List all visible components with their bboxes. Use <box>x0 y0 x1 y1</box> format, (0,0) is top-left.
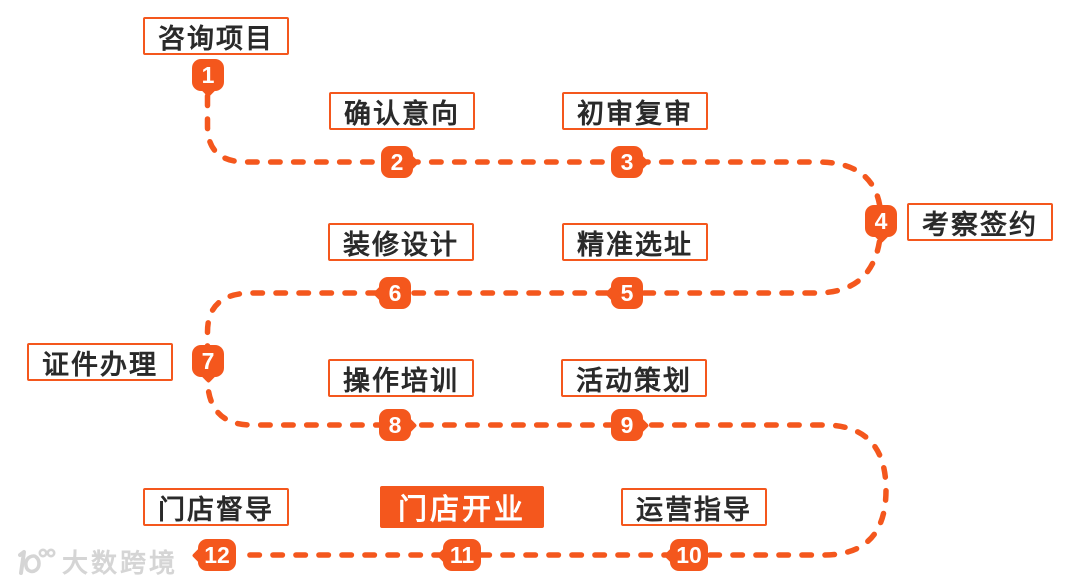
step-10-badge: 10 <box>670 539 708 571</box>
step-8-badge: 8 <box>379 409 411 441</box>
step-2-label: 确认意向 <box>329 92 475 130</box>
step-9-label: 活动策划 <box>561 359 707 397</box>
step-7-label: 证件办理 <box>27 343 173 381</box>
step-12-badge: 12 <box>198 539 236 571</box>
step-6-label: 装修设计 <box>328 223 474 261</box>
step-4-badge: 4 <box>865 205 897 237</box>
step-3-badge: 3 <box>611 146 643 178</box>
watermark: 大数跨境 <box>12 543 178 580</box>
step-3-label: 初审复审 <box>562 92 708 130</box>
step-1-badge: 1 <box>192 59 224 91</box>
ten-to-hundred-logo-icon <box>18 547 56 575</box>
step-5-badge: 5 <box>611 277 643 309</box>
step-6-badge: 6 <box>379 277 411 309</box>
step-9-badge: 9 <box>611 409 643 441</box>
step-8-label: 操作培训 <box>328 359 474 397</box>
step-1-label: 咨询项目 <box>143 17 289 55</box>
step-4-label: 考察签约 <box>907 203 1053 241</box>
step-5-label: 精准选址 <box>562 223 708 261</box>
step-11-badge: 11 <box>443 539 481 571</box>
step-11-label-highlighted: 门店开业 <box>380 486 545 528</box>
step-2-badge: 2 <box>381 146 413 178</box>
step-10-label: 运营指导 <box>621 488 767 526</box>
watermark-text: 大数跨境 <box>62 548 179 578</box>
step-12-label: 门店督导 <box>143 488 289 526</box>
step-7-badge: 7 <box>192 345 224 377</box>
